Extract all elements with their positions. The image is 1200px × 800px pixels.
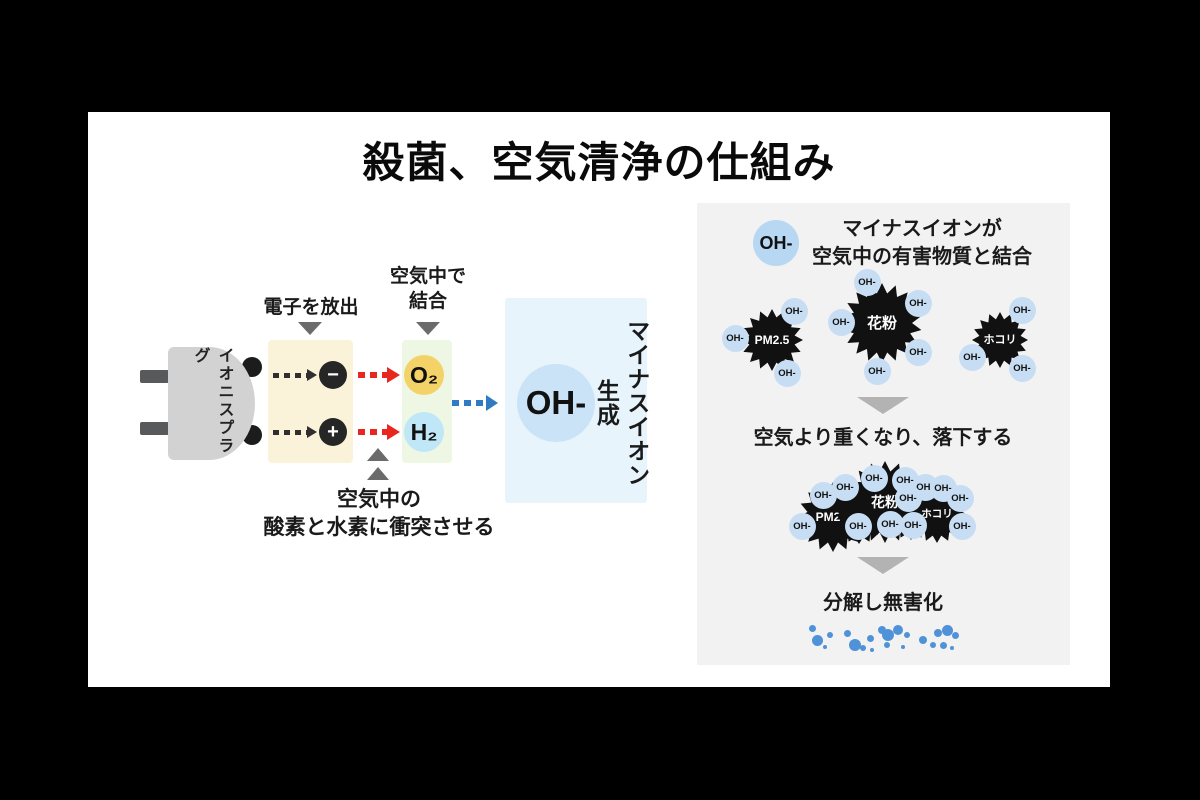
slide-title: 殺菌、空気清浄の仕組み [362, 139, 836, 186]
arrow-head [307, 369, 317, 381]
oh-ion-badge: OH- [899, 511, 927, 539]
arrow-head [307, 426, 317, 438]
water-particle-dot [941, 624, 953, 636]
combine-line1: 空気中で [389, 266, 466, 287]
purification-panel: OH- マイナスイオンが 空気中の有害物質と結合 空気より重くなり、落下する 分… [697, 203, 1070, 665]
particle-label: ホコリ [983, 333, 1017, 346]
arrow-head [486, 395, 498, 411]
oh-ion-badge: OH- [853, 268, 881, 296]
water-particle-dot [950, 646, 954, 650]
water-particle-dot [870, 648, 874, 652]
header-line2: 空気中の有害物質と結合 [812, 246, 1032, 268]
plug-prong-top [140, 370, 169, 383]
oh-ion-badge: OH- [876, 510, 904, 538]
bind-header-caption: マイナスイオンが 空気中の有害物質と結合 [792, 215, 1052, 271]
oh-ion-badge: OH- [958, 343, 986, 371]
oh-ion-header-circle: OH- [753, 220, 799, 266]
water-particle-dot [930, 642, 936, 648]
oh-ion-badge: OH- [721, 324, 749, 352]
header-line1: マイナスイオンが [842, 218, 1002, 240]
pointer-triangle-combine [416, 322, 440, 335]
flow-triangle-2 [857, 557, 909, 574]
oh-ion-circle: OH- [517, 364, 595, 442]
oh-ion-badge: OH- [780, 297, 808, 325]
oh-ion-badge: OH- [948, 512, 976, 540]
collide-line2: 酸素と水素に衝突させる [263, 515, 495, 539]
collide-caption: 空気中の 酸素と水素に衝突させる [229, 486, 529, 541]
collision-arrow-bottom [358, 423, 400, 441]
collide-line1: 空気中の [337, 488, 421, 511]
water-particle-dot [904, 632, 910, 638]
water-particle-dot [882, 629, 894, 641]
water-particle-dot [919, 636, 927, 644]
particle-label: 花粉 [871, 494, 899, 510]
ionis-plug-label: イオニスプラグ [191, 347, 233, 455]
oh-ion-badge: OH- [946, 484, 974, 512]
water-particle-dot [884, 642, 890, 648]
hydrogen-molecule: H₂ [404, 412, 444, 452]
combine-line2: 結合 [408, 291, 447, 313]
pointer-triangle-collide-2 [367, 467, 389, 480]
minus-charge-icon: − [319, 361, 347, 389]
oh-ion-badge: OH- [1008, 354, 1036, 382]
oh-ion-badge: OH- [860, 464, 888, 492]
particle-label: ホコリ [921, 507, 953, 520]
water-particle-dot [811, 634, 823, 646]
water-particle-dot [878, 626, 886, 634]
water-particle-dot [934, 629, 942, 637]
oh-ion-badge: OH- [1008, 296, 1036, 324]
electron-arrow-top [273, 367, 317, 383]
water-particle-dot [901, 645, 905, 649]
electron-arrow-bottom [273, 424, 317, 440]
water-particle-dot [860, 645, 866, 651]
arrow-head [387, 367, 400, 383]
discharge-panel [268, 340, 353, 463]
water-particle-dot [849, 639, 861, 651]
oh-ion-badge: OH- [894, 484, 922, 512]
oh-ion-badge: OH- [904, 289, 932, 317]
oh-ion-badge: OH- [844, 512, 872, 540]
emit-electron-label: 電子を放出 [263, 297, 359, 318]
plug-prong-bottom [140, 422, 169, 435]
particle-label: PM2.5 [754, 333, 790, 347]
arrow-head [387, 424, 400, 440]
water-particle-dot [866, 634, 874, 642]
ionis-plug: イオニスプラグ [168, 347, 255, 460]
oh-ion-badge: OH- [788, 512, 816, 540]
pointer-triangle-collide-1 [367, 448, 389, 461]
water-particle-dot [893, 625, 903, 635]
fall-caption: 空気より重くなり、落下する [753, 427, 1013, 449]
decompose-caption: 分解し無害化 [823, 592, 943, 614]
water-particle-dot [951, 631, 959, 639]
slide-canvas: 殺菌、空気清浄の仕組み イオニスプラグ 電子を放出 空気中で 結合 − O₂ +… [88, 112, 1110, 687]
water-particle-dot [823, 645, 827, 649]
oh-ion-badge: OH- [904, 338, 932, 366]
oh-ion-badge: OH- [863, 357, 891, 385]
particle-label: 花粉 [866, 314, 897, 332]
combine-in-air-label: 空気中で 結合 [353, 264, 503, 314]
oh-ion-badge: OH- [831, 473, 859, 501]
oh-ion-badge: OH- [773, 359, 801, 387]
plus-charge-icon: + [319, 418, 347, 446]
flow-triangle-1 [857, 397, 909, 414]
water-particle-dot [808, 624, 816, 632]
ion-generation-label: マイナスイオン生成 [593, 319, 650, 487]
oxygen-molecule: O₂ [404, 355, 444, 395]
pointer-triangle-emit [298, 322, 322, 335]
oh-ion-badge: OH- [827, 308, 855, 336]
water-particle-dot [939, 641, 947, 649]
collision-arrow-top [358, 366, 400, 384]
water-particle-dot [827, 632, 833, 638]
water-particle-dot [843, 629, 851, 637]
generation-arrow [452, 395, 498, 411]
